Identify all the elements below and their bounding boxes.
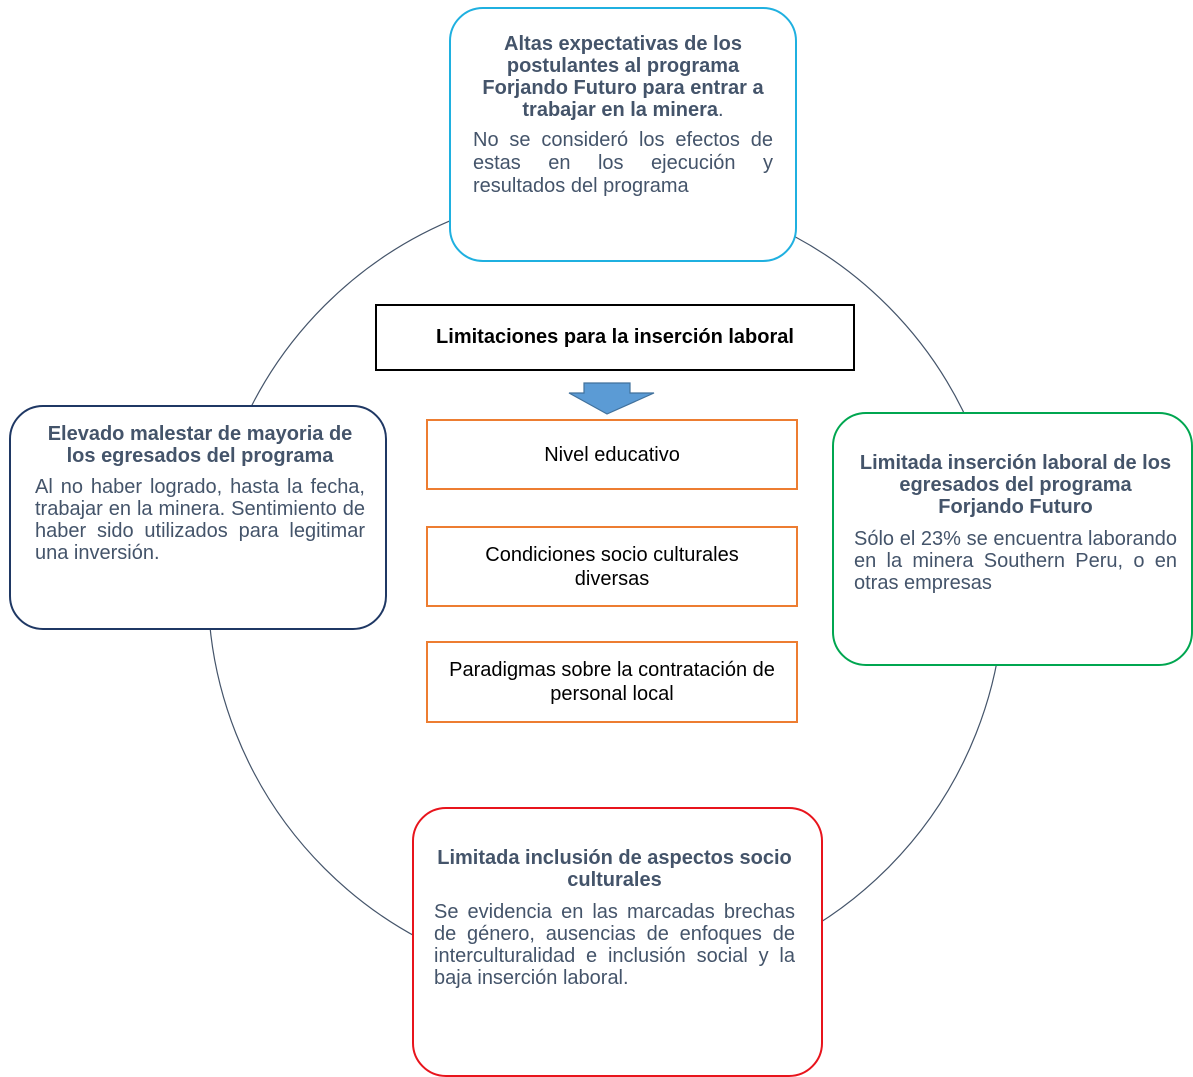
center-title-box: Limitaciones para la inserción laboral xyxy=(375,304,855,371)
left-card: Elevado malestar de mayoria de los egres… xyxy=(9,405,387,630)
left-card-text: Al no haber logrado, hasta la fecha, tra… xyxy=(35,476,365,564)
factor-nivel-educativo: Nivel educativo xyxy=(426,419,798,490)
bottom-card-title: Limitada inclusión de aspectos socio cul… xyxy=(437,847,792,891)
bottom-card-text: Se evidencia en las marcadas brechas de … xyxy=(434,901,795,989)
factor-label: Nivel educativo xyxy=(544,443,680,466)
bottom-card: Limitada inclusión de aspectos socio cul… xyxy=(412,807,823,1077)
top-card-title-suffix: . xyxy=(718,99,724,121)
right-card-title: Limitada inserción laboral de los egresa… xyxy=(859,452,1172,518)
factor-paradigmas: Paradigmas sobre la contratación de pers… xyxy=(426,641,798,723)
right-card-text: Sólo el 23% se encuentra laborando en la… xyxy=(854,528,1177,594)
factor-label: Condiciones socio culturales diversas xyxy=(485,543,739,590)
right-card: Limitada inserción laboral de los egresa… xyxy=(832,412,1193,666)
top-card: Altas expectativas de los postulantes al… xyxy=(449,7,797,262)
top-card-text: No se consideró los efectos de estas en … xyxy=(473,129,773,197)
factor-label: Paradigmas sobre la contratación de pers… xyxy=(449,659,775,705)
factor-condiciones-socio-culturales: Condiciones socio culturales diversas xyxy=(426,526,798,607)
center-title: Limitaciones para la inserción laboral xyxy=(436,326,794,348)
top-card-title: Altas expectativas de los postulantes al… xyxy=(482,33,764,121)
left-card-title: Elevado malestar de mayoria de los egres… xyxy=(47,423,353,467)
down-arrow-icon xyxy=(568,382,655,415)
